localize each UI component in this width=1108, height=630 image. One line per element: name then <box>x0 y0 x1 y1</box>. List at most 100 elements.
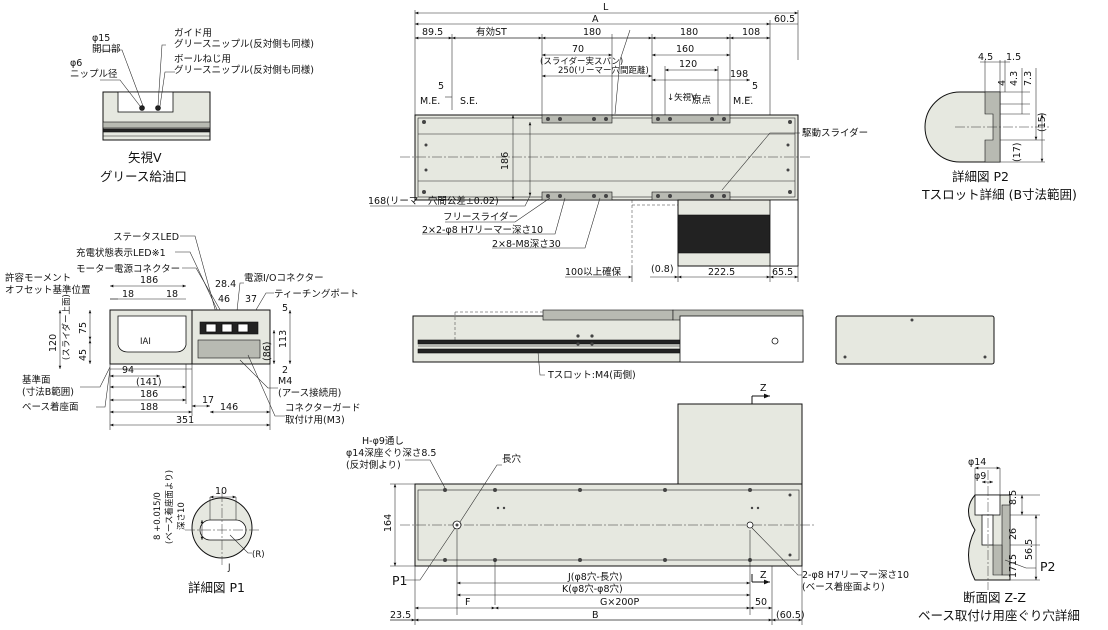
dim-222-5: 222.5 <box>708 267 735 278</box>
p2-dim-1-5: 1.5 <box>1006 52 1021 63</box>
z-mark-bottom: Z <box>760 570 767 581</box>
dim-kakuho: 100以上確保 <box>565 266 622 278</box>
dim-45: 45 <box>78 349 89 361</box>
dim-46: 46 <box>218 294 230 305</box>
dim-L: L <box>603 2 609 13</box>
view-v: φ15 開口部 φ6 ニップル径 ガイド用 グリースニップル(反対側も同様) ボ… <box>70 28 314 184</box>
teaching-label: ティーチングポート <box>274 288 359 300</box>
zz-title: 断面図 Z-Z <box>963 590 1026 605</box>
zz-p2-callout: P2 <box>1040 559 1056 574</box>
section-zz: φ14 φ9 8.5 26 15 56.5 17 P2 断面図 Z-Z ベース取… <box>918 457 1080 623</box>
kijun-label-2: (寸法B範囲) <box>22 386 74 398</box>
free-slider-label: フリースライダー <box>443 211 518 223</box>
dim-2-side: 2 <box>282 365 288 376</box>
dim-17-side: 17 <box>202 395 214 406</box>
dim-A: A <box>592 14 599 25</box>
p2-dim-17: (17) <box>1012 142 1023 162</box>
zz-phi14: φ14 <box>968 457 986 468</box>
dim-65-5: 65.5 <box>772 267 793 278</box>
zz-subtitle: ベース取付け用座ぐり穴詳細 <box>918 608 1080 623</box>
dim-120-side: 120 <box>48 334 59 352</box>
p1-j-label: J <box>227 563 231 573</box>
base-face-label: ベース着座面 <box>22 401 79 413</box>
dim-146: 146 <box>220 402 238 413</box>
phi6-label: φ6 <box>70 58 82 69</box>
power-io-label: 電源I/Oコネクター <box>244 273 324 284</box>
dim-70: 70 <box>572 44 584 55</box>
dim-f: F <box>465 597 470 608</box>
middle-view: Tスロット:M4(両側) <box>412 309 995 381</box>
se-label: S.E. <box>460 96 478 107</box>
motor-conn-label: モーター電源コネクター <box>76 264 180 275</box>
phi15-label: φ15 <box>92 33 110 44</box>
m8-spec-label: 2×8-M8深さ30 <box>492 239 561 250</box>
reamer-spec-label: 2×2-φ8 H7リーマー深さ10 <box>422 225 543 236</box>
p1-tolerance: 8 +0.015/0 <box>153 492 163 540</box>
yashi-v-label: ↓矢視V <box>667 92 697 103</box>
hole-label-3: (反対側より) <box>346 459 401 471</box>
dim-18b: 18 <box>166 289 178 300</box>
p2-dim-15: (15) <box>1037 112 1048 132</box>
dim-50: 50 <box>755 597 767 608</box>
p1-dim-10: 10 <box>215 486 227 497</box>
hole-label-1: H-φ9通し <box>362 436 404 447</box>
m4-label: M4 <box>278 376 292 387</box>
grease-nipple-2-label: グリースニップル(反対側も同様) <box>174 64 314 76</box>
p2-subtitle: Tスロット詳細 (B寸法範囲) <box>921 187 1077 202</box>
genten-label: 原点 <box>692 95 712 106</box>
p1-depth: 深さ10 <box>177 502 187 530</box>
zz-dim-15: 15 <box>1008 554 1019 566</box>
slider-top-label: (スライダー上面) <box>61 294 72 360</box>
dim-108: 108 <box>742 27 760 38</box>
kijun-label-1: 基準面 <box>22 374 51 386</box>
dim-b: B <box>592 610 599 621</box>
hole-label-2: φ14深座ぐり深さ8.5 <box>346 447 436 459</box>
dim-186b: 186 <box>140 389 158 400</box>
dim-0-8: (0.8) <box>651 264 674 275</box>
guide-label: ガイド用 <box>174 28 212 39</box>
dim-60-5-bottom: (60.5) <box>776 610 805 621</box>
z-mark-top: Z <box>760 383 767 394</box>
view-v-subtitle: グリース給油口 <box>100 169 187 184</box>
p1-callout: P1 <box>392 573 408 588</box>
reamer-250-label: 250(リーマー穴間距離) <box>558 65 649 76</box>
dim-186-top: 186 <box>500 152 511 170</box>
top-view: L A 60.5 89.5 有効ST 180 180 108 70 (スライダー… <box>368 2 868 282</box>
zz-dim-56-5: 56.5 <box>1024 539 1035 560</box>
p2-dim-4: 4 <box>997 80 1008 86</box>
nipple-kei-label: ニップル径 <box>70 68 118 80</box>
grease-nipple-1-label: グリースニップル(反対側も同様) <box>174 38 314 50</box>
p2-dim-7-3: 7.3 <box>1023 71 1034 86</box>
charge-led-label: 充電状態表示LED※1 <box>76 247 166 259</box>
dim-113: 113 <box>278 330 289 348</box>
detail-p1: 10 8 +0.015/0 (ベース着座面より) 深さ10 (R) J 詳細図 … <box>153 470 265 595</box>
dim-g: G×200P <box>600 597 639 608</box>
dim-23-5: 23.5 <box>390 610 411 621</box>
earth-label: (アース接続用) <box>278 387 341 399</box>
dim-37: 37 <box>245 294 257 305</box>
dim-k: K(φ8穴-φ8穴) <box>562 583 623 595</box>
dim-120: 120 <box>679 59 697 70</box>
p1-base-label: (ベース着座面より) <box>164 470 175 544</box>
p2-dim-4-3: 4.3 <box>1009 71 1020 86</box>
status-led-label: ステータスLED <box>113 232 179 243</box>
guard-label-1: コネクターガード <box>285 403 361 414</box>
drive-slider-label: 駆動スライダー <box>802 127 868 139</box>
moment-label-1: 許容モーメント <box>5 272 71 284</box>
dim-351: 351 <box>176 415 194 426</box>
kaiko-label: 開口部 <box>92 43 121 55</box>
dim-86: (86) <box>262 341 273 361</box>
dim-198: 198 <box>730 69 748 80</box>
dim-186-side: 186 <box>140 275 158 286</box>
dim-180b: 180 <box>680 27 698 38</box>
dim-75: 75 <box>78 322 89 334</box>
dim-89-5: 89.5 <box>422 27 443 38</box>
dim-5b: 5 <box>752 81 758 92</box>
zz-phi9: φ9 <box>974 471 986 482</box>
me-left: M.E. <box>420 96 440 107</box>
dim-j: J(φ8穴-長穴) <box>567 571 622 583</box>
top-holes <box>422 117 792 198</box>
moment-label-2: オフセット基準位置 <box>5 284 91 296</box>
dim-5a: 5 <box>438 81 444 92</box>
